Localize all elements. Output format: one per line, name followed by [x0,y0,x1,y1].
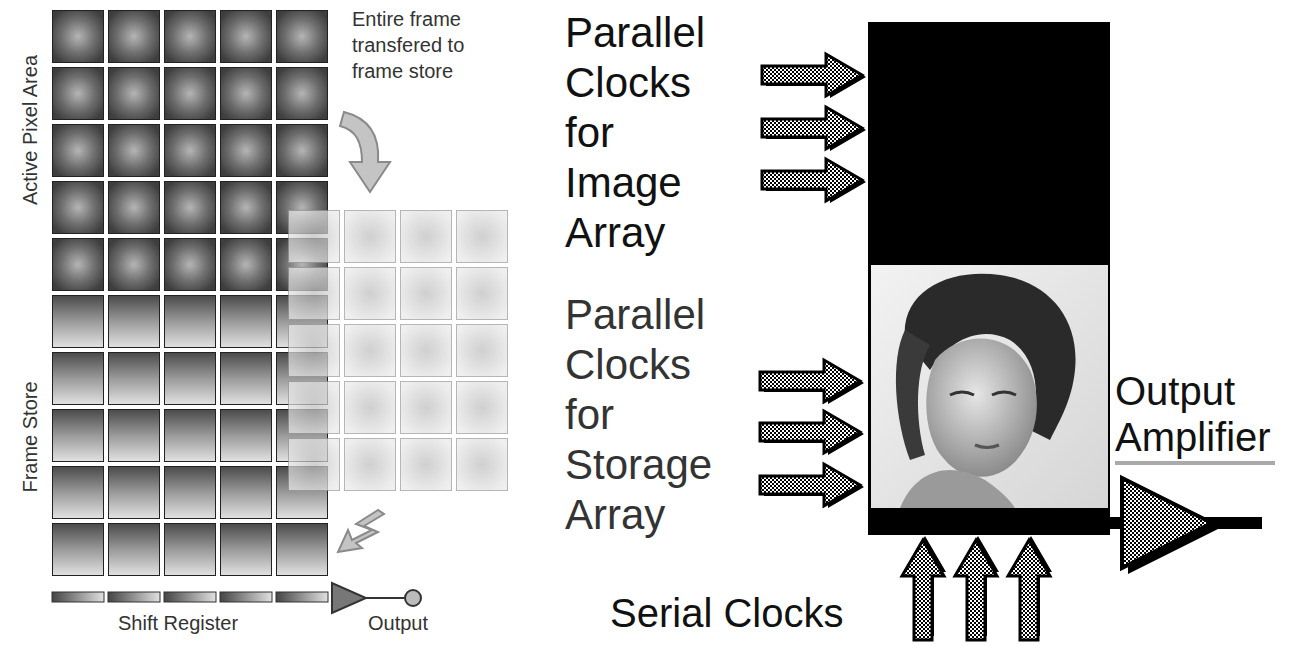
clock-label: Parallel Clocks for Image Array [565,8,735,258]
transferred-frame [288,210,512,495]
shift-register [52,592,328,602]
area-label: Active Pixel Area [18,55,42,205]
serial-clock-arrows [902,536,1052,640]
amplifier-symbol [1122,478,1212,568]
output-wire [366,597,405,599]
transfer-arrow [340,112,390,192]
storage-clock-arrows [760,360,864,508]
output-amp-symbol [332,583,366,613]
clock-label: Serial Clocks [610,590,843,636]
output-node [405,590,421,606]
clock-label: Parallel Clocks for Storage Array [565,290,735,540]
transfer-note: Entire frame transfered to frame store [352,6,512,84]
serial-register [868,508,1110,535]
label-underline [1115,461,1275,465]
part-label: Output [368,611,428,635]
stored-image [871,265,1108,508]
area-label: Frame Store [18,381,42,492]
ccd-chip [868,22,1110,535]
part-label: Shift Register [118,611,238,635]
return-arrow [338,510,384,552]
image-clock-arrows [762,54,866,203]
amplifier-label: Output Amplifier [1115,368,1305,460]
